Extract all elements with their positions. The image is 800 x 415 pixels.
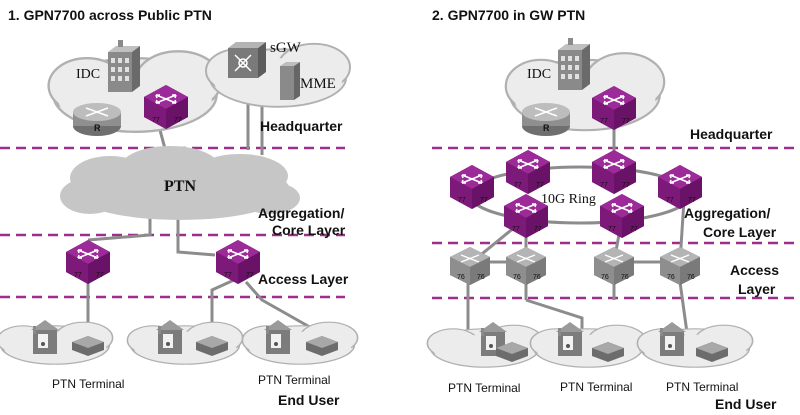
ptn-terminal-label-2-1: PTN Terminal bbox=[448, 381, 520, 395]
core-device-6-icon: 77 77 bbox=[599, 193, 645, 239]
access-device-2-3-icon: 76 76 bbox=[593, 246, 635, 286]
svg-text:77: 77 bbox=[96, 272, 104, 279]
svg-text:77: 77 bbox=[630, 226, 638, 233]
end-user-label-2: End User bbox=[715, 396, 777, 412]
svg-text:77: 77 bbox=[608, 226, 616, 233]
ptn-cloud-label: PTN bbox=[164, 178, 196, 195]
svg-text:77: 77 bbox=[174, 117, 182, 124]
end-user-cloud-3 bbox=[241, 321, 359, 366]
svg-text:76: 76 bbox=[457, 274, 465, 281]
svg-text:77: 77 bbox=[74, 272, 82, 279]
house-2-2-icon bbox=[556, 322, 584, 356]
end-user-cloud-2-2 bbox=[529, 324, 647, 369]
router-icon: R bbox=[73, 103, 121, 136]
access-device-2-4-icon: 76 76 bbox=[659, 246, 701, 286]
panel-1: 1. GPN7700 across Public PTN IDC bbox=[0, 7, 359, 408]
svg-text:77: 77 bbox=[688, 197, 696, 204]
ring-label: 10G Ring bbox=[541, 192, 596, 207]
hq-device-icon: 77 77 bbox=[143, 84, 189, 130]
mme-icon bbox=[280, 62, 300, 100]
svg-text:77: 77 bbox=[622, 182, 630, 189]
idc-label-2: IDC bbox=[527, 67, 551, 82]
headquarter-label: Headquarter bbox=[260, 118, 343, 134]
core-device-1-icon: 77 77 bbox=[505, 149, 551, 195]
svg-text:76: 76 bbox=[601, 274, 609, 281]
end-user-label: End User bbox=[278, 392, 340, 408]
core-device-5-icon: 77 77 bbox=[503, 193, 549, 239]
idc-building-2-icon bbox=[558, 38, 590, 90]
svg-text:77: 77 bbox=[536, 182, 544, 189]
router-2-icon: R bbox=[522, 103, 570, 136]
house-2-icon bbox=[156, 320, 184, 354]
svg-text:77: 77 bbox=[480, 197, 488, 204]
idc-label: IDC bbox=[76, 67, 100, 82]
svg-text:76: 76 bbox=[667, 274, 675, 281]
svg-text:76: 76 bbox=[687, 274, 695, 281]
svg-text:76: 76 bbox=[513, 274, 521, 281]
svg-text:77: 77 bbox=[514, 182, 522, 189]
svg-text:77: 77 bbox=[600, 182, 608, 189]
access-label-2: Access bbox=[730, 262, 779, 278]
ptn-cloud bbox=[60, 146, 300, 220]
svg-text:77: 77 bbox=[666, 197, 674, 204]
sgw-icon bbox=[228, 42, 266, 78]
hq-device-2-icon: 77 77 bbox=[591, 85, 637, 131]
svg-text:77: 77 bbox=[458, 197, 466, 204]
aggregation-label: Aggregation/ bbox=[258, 205, 344, 221]
layer-label-2: Layer bbox=[738, 281, 776, 297]
access-device-2-1-icon: 76 76 bbox=[449, 246, 491, 286]
layer-dividers bbox=[0, 146, 345, 299]
headquarter-label-2: Headquarter bbox=[690, 126, 773, 142]
core-device-3-icon: 77 77 bbox=[449, 164, 495, 210]
svg-text:77: 77 bbox=[246, 272, 254, 279]
panel-1-title: 1. GPN7700 across Public PTN bbox=[8, 7, 212, 23]
mme-label: MME bbox=[300, 76, 336, 92]
svg-text:77: 77 bbox=[534, 226, 542, 233]
svg-text:77: 77 bbox=[600, 118, 608, 125]
svg-text:77: 77 bbox=[224, 272, 232, 279]
sgw-label: sGW bbox=[270, 40, 302, 56]
svg-text:77: 77 bbox=[622, 118, 630, 125]
ptn-terminal-label-2-2: PTN Terminal bbox=[560, 380, 632, 394]
svg-text:76: 76 bbox=[477, 274, 485, 281]
end-user-cloud-2-3 bbox=[636, 324, 754, 369]
access-layer-label: Access Layer bbox=[258, 271, 349, 287]
idc-building-icon bbox=[108, 40, 140, 92]
svg-text:76: 76 bbox=[621, 274, 629, 281]
ring-links bbox=[466, 118, 692, 342]
svg-text:77: 77 bbox=[512, 226, 520, 233]
house-1-icon bbox=[31, 320, 59, 354]
core-layer-label-2: Core Layer bbox=[703, 224, 777, 240]
core-device-2-icon: 77 77 bbox=[591, 149, 637, 195]
access-device-2-2-icon: 76 76 bbox=[505, 246, 547, 286]
ptn-terminal-label-2-3: PTN Terminal bbox=[666, 380, 738, 394]
access-device-1-icon: 77 77 bbox=[65, 239, 111, 285]
access-device-2-icon: 77 77 bbox=[215, 239, 261, 285]
panel-2-title: 2. GPN7700 in GW PTN bbox=[432, 7, 585, 23]
ptn-terminal-label-2: PTN Terminal bbox=[258, 373, 330, 387]
aggregation-label-2: Aggregation/ bbox=[684, 205, 770, 221]
house-2-3-icon bbox=[658, 322, 686, 356]
router-label: R bbox=[94, 123, 101, 133]
svg-text:76: 76 bbox=[533, 274, 541, 281]
core-device-4-icon: 77 77 bbox=[657, 164, 703, 210]
panel-2: 2. GPN7700 in GW PTN IDC R bbox=[426, 7, 800, 412]
house-3-icon bbox=[264, 320, 292, 354]
router-label-2: R bbox=[543, 123, 550, 133]
ptn-terminal-label-1: PTN Terminal bbox=[52, 377, 124, 391]
core-layer-label: Core Layer bbox=[272, 222, 346, 238]
svg-text:77: 77 bbox=[152, 117, 160, 124]
